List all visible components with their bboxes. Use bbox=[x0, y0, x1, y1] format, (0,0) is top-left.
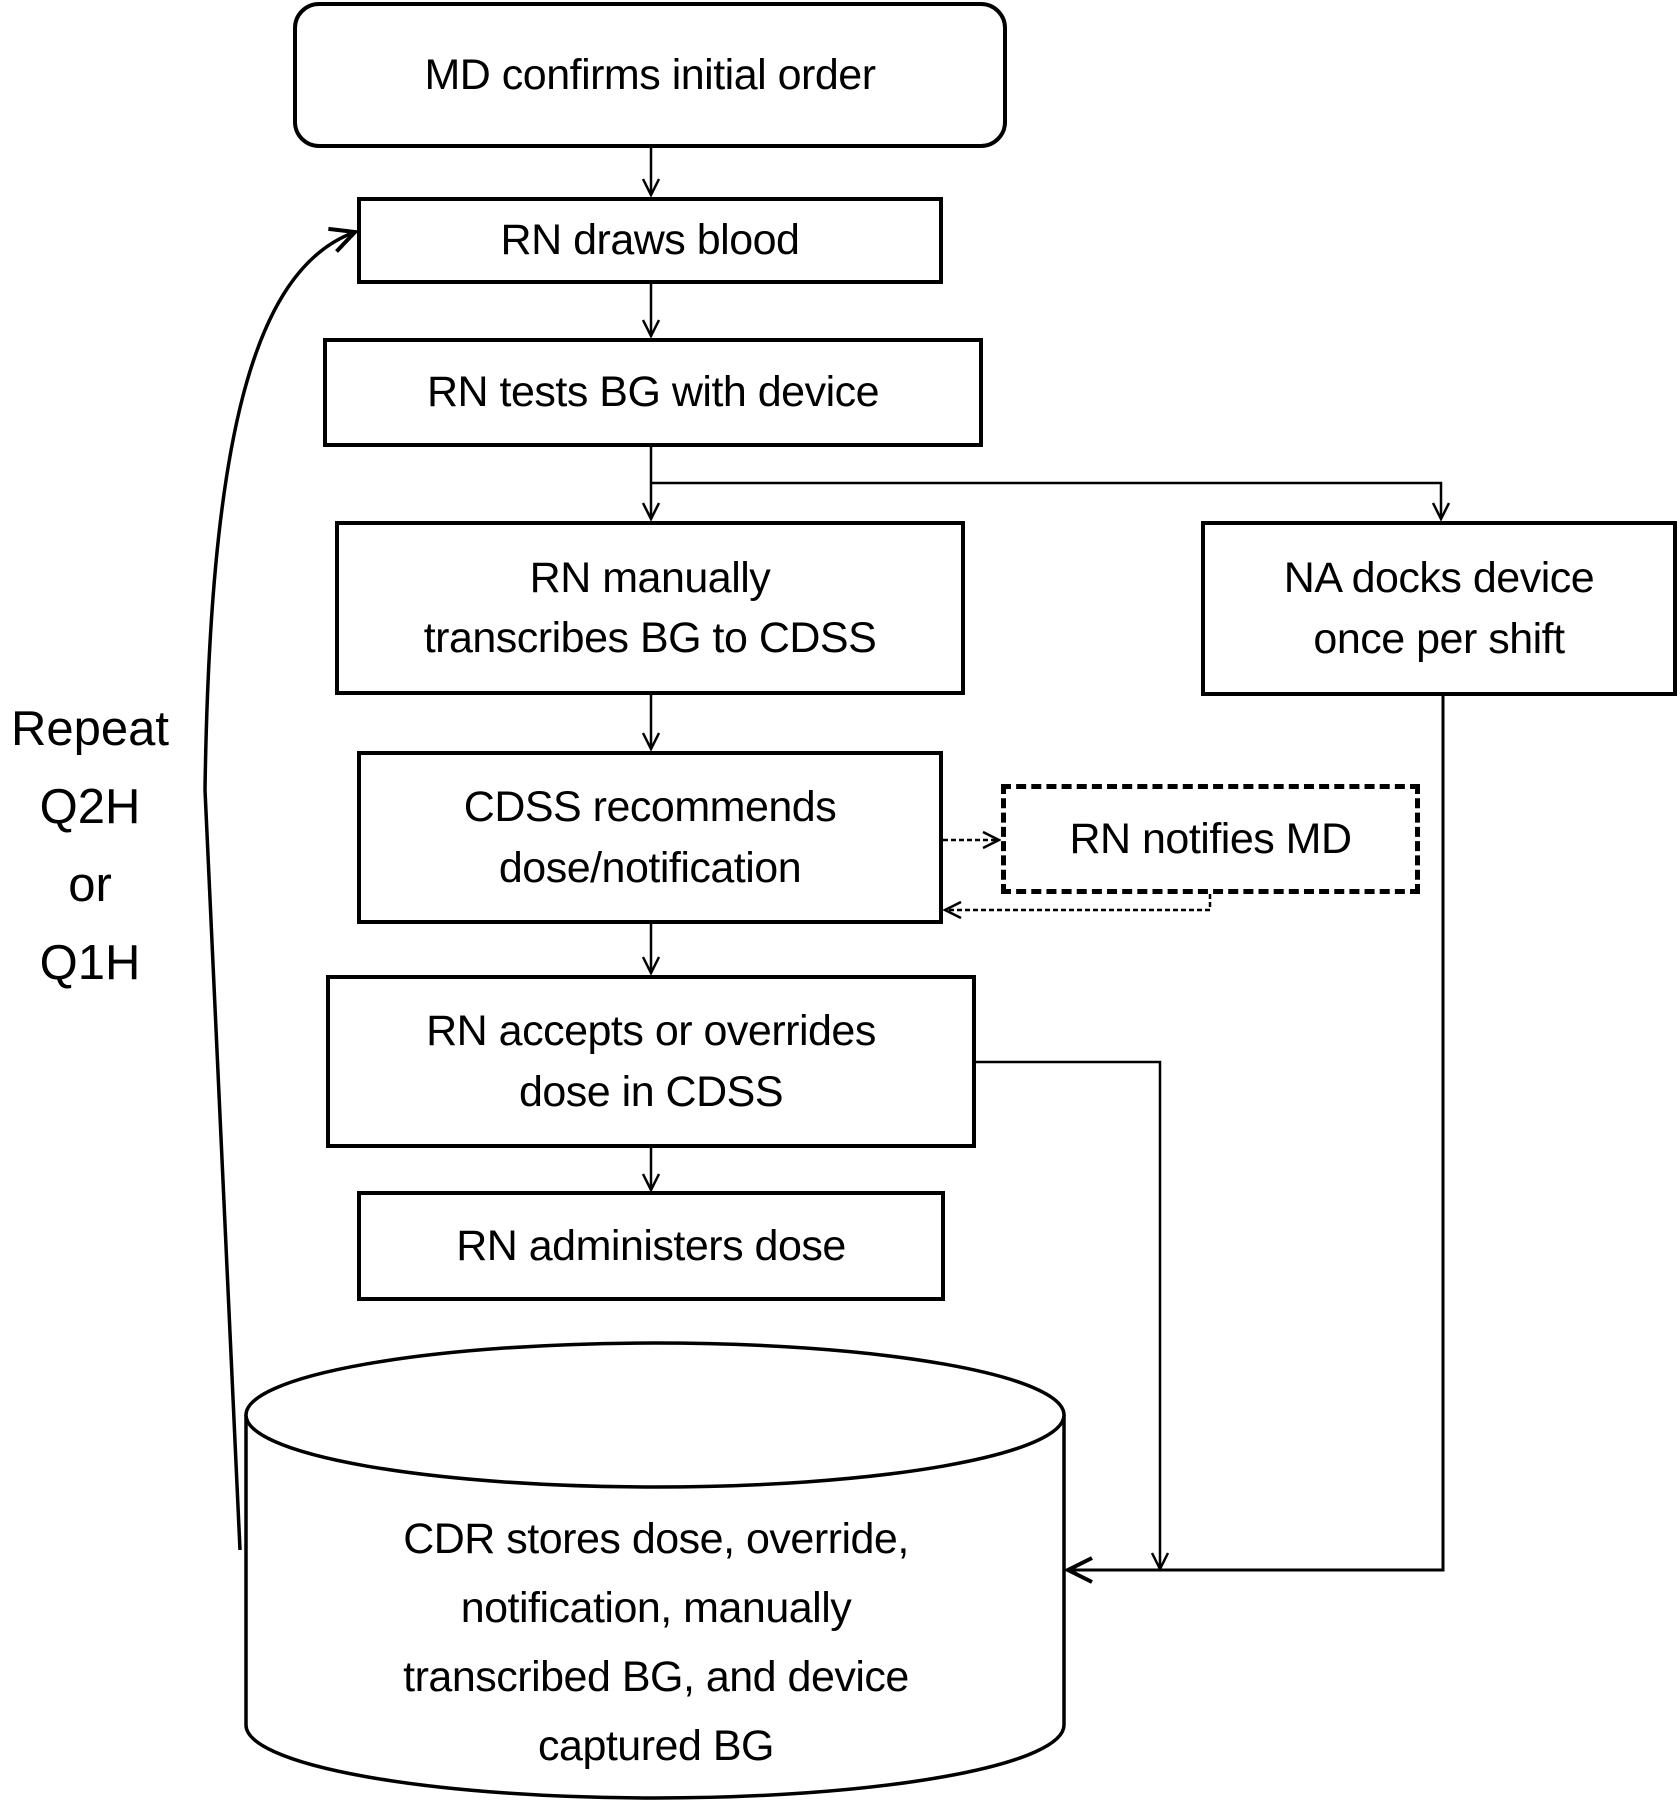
node-label-line: transcribed BG, and device bbox=[403, 1653, 909, 1701]
node-label-line: dose in CDSS bbox=[518, 1067, 784, 1116]
node-md-confirms-initial-order: MD confirms initial order bbox=[293, 2, 1007, 148]
node-rn-notifies-md: RN notifies MD bbox=[1001, 784, 1420, 894]
loop-label-line: Q1H bbox=[39, 936, 141, 990]
edge-loop-cdr-to-draws bbox=[203, 232, 355, 1551]
node-label-line: captured BG bbox=[538, 1722, 774, 1770]
node-rn-tests-bg: RN tests BG with device bbox=[323, 338, 983, 447]
edge-notify-to-cdss bbox=[945, 894, 1212, 910]
node-label: RN draws blood bbox=[500, 216, 800, 265]
node-rn-administers-dose: RN administers dose bbox=[357, 1191, 945, 1301]
node-label-line: dose/notification bbox=[498, 843, 802, 892]
node-label-line: notification, manually bbox=[460, 1584, 852, 1632]
edge-tests-to-na-docks bbox=[651, 481, 1441, 519]
node-label-line: RN accepts or overrides bbox=[426, 1007, 876, 1056]
node-label-line: NA docks device bbox=[1283, 554, 1595, 603]
loop-label-line: Q2H bbox=[39, 780, 141, 834]
node-label-line: RN manually bbox=[529, 553, 771, 602]
node-rn-draws-blood: RN draws blood bbox=[357, 197, 943, 284]
node-label-line: once per shift bbox=[1313, 614, 1565, 663]
node-cdr-stores: CDR stores dose, override, notification,… bbox=[246, 1505, 1066, 1781]
node-label-line: transcribes BG to CDSS bbox=[423, 614, 877, 662]
edge-accepts-to-cdr bbox=[976, 1060, 1160, 1569]
node-rn-transcribes-bg: RN manually transcribes BG to CDSS bbox=[335, 521, 965, 695]
node-label: RN notifies MD bbox=[1069, 814, 1352, 863]
cdr-cylinder-shape bbox=[244, 1341, 1066, 1800]
loop-label-line: or bbox=[68, 858, 112, 912]
loop-label-line: Repeat bbox=[10, 702, 169, 756]
node-label: MD confirms initial order bbox=[424, 50, 876, 99]
node-na-docks-device: NA docks device once per shift bbox=[1201, 521, 1677, 696]
node-cdss-recommends: CDSS recommends dose/notification bbox=[357, 751, 943, 924]
node-label: RN administers dose bbox=[456, 1221, 846, 1270]
node-rn-accepts-overrides: RN accepts or overrides dose in CDSS bbox=[326, 975, 976, 1148]
loop-label-repeat: Repeat Q2H or Q1H bbox=[0, 690, 180, 1002]
node-label-line: CDSS recommends bbox=[463, 783, 837, 832]
node-label: RN tests BG with device bbox=[426, 368, 880, 417]
edge-na-to-cdr bbox=[1068, 696, 1445, 1570]
node-label-line: CDR stores dose, override, bbox=[403, 1515, 909, 1563]
